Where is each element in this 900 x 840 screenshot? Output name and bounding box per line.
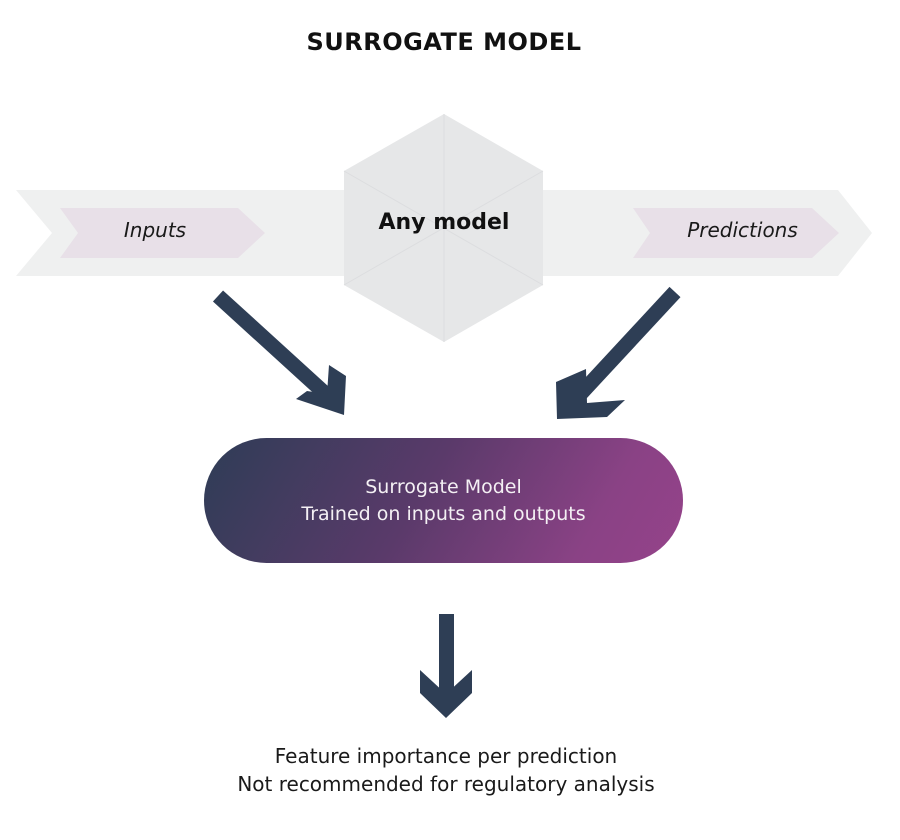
- result-line-2: Not recommended for regulatory analysis: [237, 772, 655, 796]
- model-hexagon: [343, 114, 544, 342]
- diagram-title: SURROGATE MODEL: [306, 28, 582, 56]
- surrogate-model-box: Surrogate Model Trained on inputs and ou…: [204, 438, 683, 563]
- surrogate-title: Surrogate Model: [365, 475, 522, 498]
- any-model-label: Any model: [378, 210, 510, 235]
- inputs-chevron: [60, 208, 265, 258]
- result-caption: Feature importance per prediction Not re…: [0, 742, 892, 798]
- result-line-1: Feature importance per prediction: [274, 744, 618, 768]
- predictions-chevron: [633, 208, 839, 258]
- arrow-inputs-to-surrogate: [212, 290, 346, 415]
- surrogate-subtitle: Trained on inputs and outputs: [301, 502, 586, 525]
- arrow-down: [420, 614, 472, 718]
- predictions-label: Predictions: [687, 218, 798, 242]
- inputs-label: Inputs: [123, 218, 187, 242]
- arrow-predictions-to-surrogate: [556, 286, 681, 419]
